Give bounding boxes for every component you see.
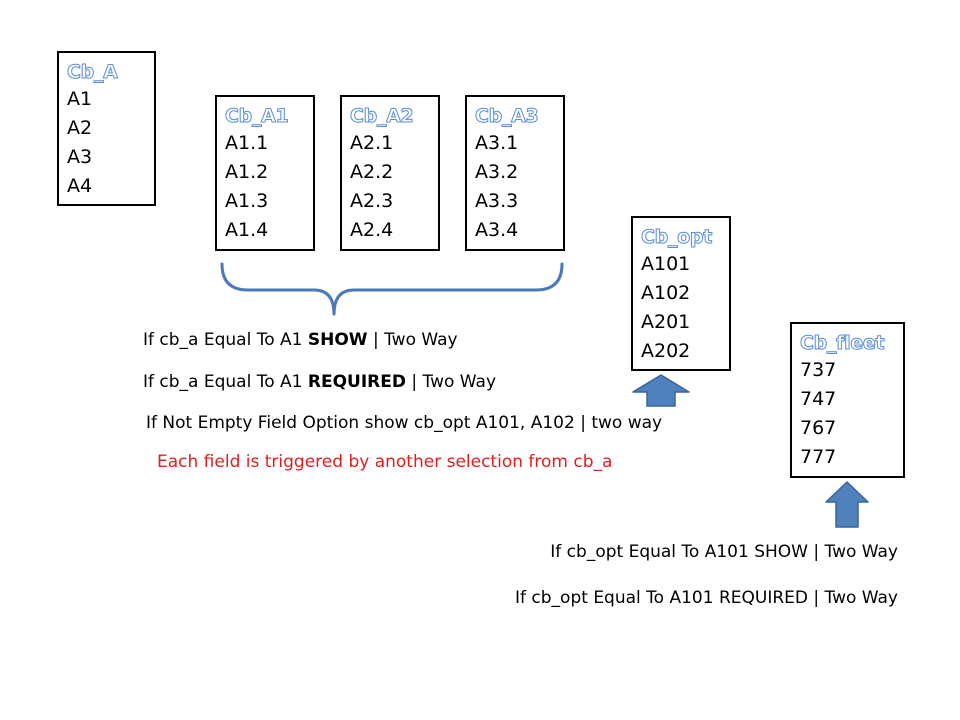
rule-show-keyword: SHOW xyxy=(307,330,368,350)
cb-opt-item: A202 xyxy=(641,340,691,362)
cb-opt-title: Cb_opt xyxy=(641,226,713,249)
rule-option: If Not Empty Field Option show cb_opt A1… xyxy=(146,413,663,433)
up-arrow-icon xyxy=(825,481,869,528)
cb-a1-item: A1.4 xyxy=(225,219,269,241)
cb-a1-item: A1.3 xyxy=(225,190,269,212)
cb-a3-item: A3.1 xyxy=(475,132,519,154)
cb-fleet-item: 737 xyxy=(800,359,837,381)
cb-a1-item: A1.2 xyxy=(225,161,269,183)
cb-opt-item: A102 xyxy=(641,282,691,304)
rule-opt-required: If cb_opt Equal To A101 REQUIRED | Two W… xyxy=(515,588,898,608)
cb-fleet-item: 747 xyxy=(800,388,837,410)
cb-a3-item: A3.4 xyxy=(475,219,519,241)
rule-show: If cb_a Equal To A1 SHOW | Two Way xyxy=(143,329,458,351)
cb-fleet-item: 777 xyxy=(800,446,837,468)
cb-a2-item: A2.2 xyxy=(350,161,394,183)
cb-a3-item: A3.3 xyxy=(475,190,519,212)
cb-a2-item: A2.4 xyxy=(350,219,394,241)
cb-a3-item: A3.2 xyxy=(475,161,519,183)
cb-a-item: A3 xyxy=(67,146,93,168)
cb-fleet-box: Cb_fleet 737 747 767 777 xyxy=(790,322,905,478)
cb-a-item: A2 xyxy=(67,117,93,139)
cb-a-item: A4 xyxy=(67,175,93,197)
curly-brace-icon xyxy=(220,262,564,316)
cb-a2-title: Cb_A2 xyxy=(350,105,415,128)
cb-a2-item: A2.3 xyxy=(350,190,394,212)
cb-a3-title: Cb_A3 xyxy=(475,105,540,128)
cb-a2-item: A2.1 xyxy=(350,132,394,154)
cb-a1-box: Cb_A1 A1.1 A1.2 A1.3 A1.4 xyxy=(215,95,315,251)
cb-a-item: A1 xyxy=(67,88,93,110)
cb-fleet-title: Cb_fleet xyxy=(800,332,886,355)
cb-opt-item: A101 xyxy=(641,253,691,275)
rule-note: Each field is triggered by another selec… xyxy=(157,452,613,472)
cb-a-title: Cb_A xyxy=(67,61,119,84)
cb-a1-title: Cb_A1 xyxy=(225,105,290,128)
cb-opt-item: A201 xyxy=(641,311,691,333)
rule-required-suffix: | Two Way xyxy=(405,372,496,392)
rule-opt-show: If cb_opt Equal To A101 SHOW | Two Way xyxy=(550,542,898,562)
cb-a1-item: A1.1 xyxy=(225,132,269,154)
rule-required: If cb_a Equal To A1 REQUIRED | Two Way xyxy=(143,371,496,393)
cb-a-box: Cb_A A1 A2 A3 A4 xyxy=(57,51,156,206)
rule-required-prefix: If cb_a Equal To A1 xyxy=(143,372,308,392)
rule-show-prefix: If cb_a Equal To A1 xyxy=(143,330,308,350)
rule-required-keyword: REQUIRED xyxy=(307,372,406,392)
rule-show-suffix: | Two Way xyxy=(367,330,458,350)
cb-fleet-item: 767 xyxy=(800,417,837,439)
up-arrow-icon xyxy=(632,374,690,407)
cb-a3-box: Cb_A3 A3.1 A3.2 A3.3 A3.4 xyxy=(465,95,565,251)
cb-a2-box: Cb_A2 A2.1 A2.2 A2.3 A2.4 xyxy=(340,95,440,251)
cb-opt-box: Cb_opt A101 A102 A201 A202 xyxy=(631,216,731,371)
